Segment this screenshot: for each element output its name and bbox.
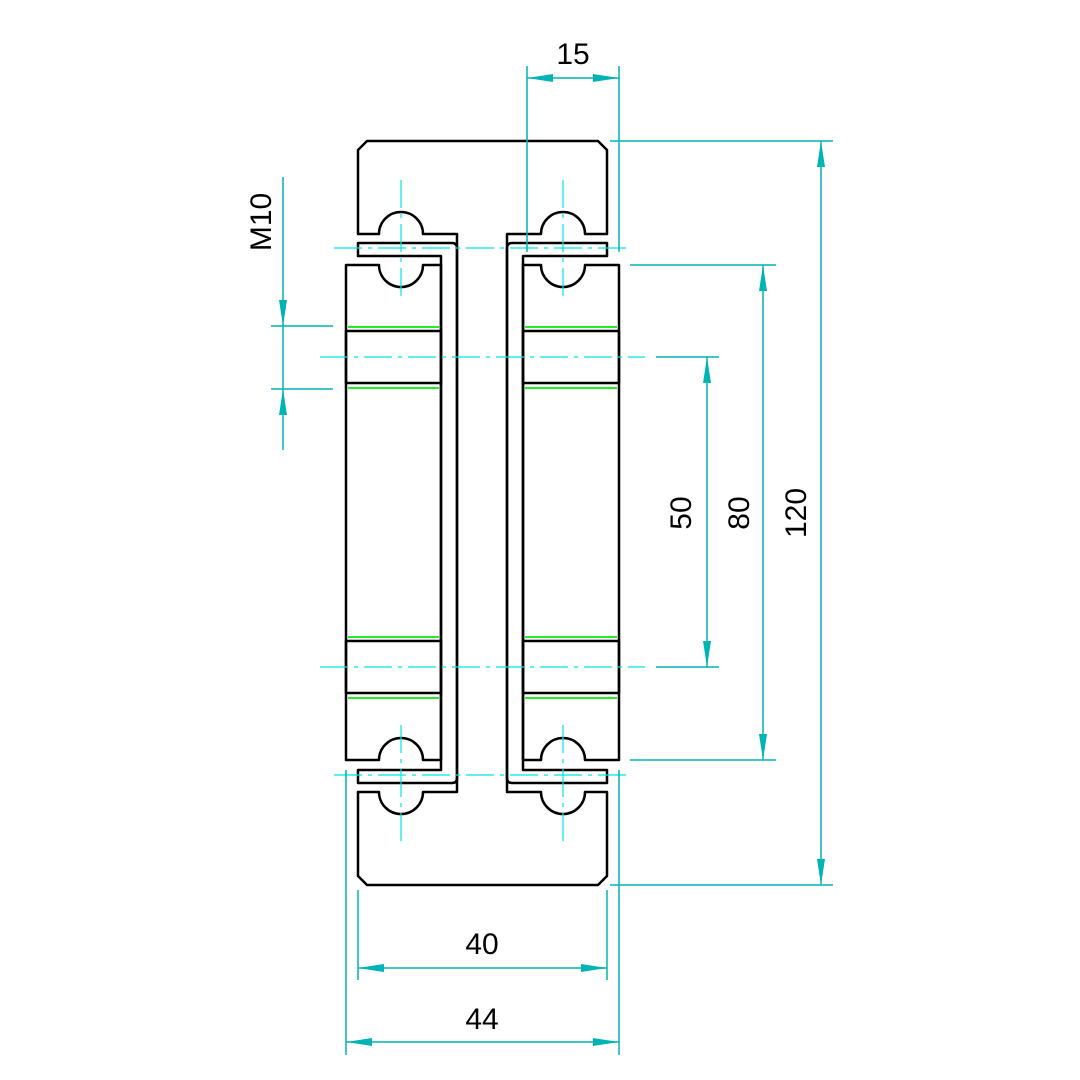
left-sleeve xyxy=(356,241,459,785)
dimension-120: 120 xyxy=(610,140,833,886)
dimension-label: 40 xyxy=(465,928,498,961)
dimension-44: 44 xyxy=(345,770,620,1055)
dimension-50: 50 xyxy=(656,356,719,668)
axle-body xyxy=(356,139,609,887)
right-sleeve xyxy=(505,241,609,785)
dimension-m10: M10 xyxy=(245,177,333,450)
center-lines xyxy=(320,180,645,845)
dimension-label: 120 xyxy=(780,488,813,538)
dimension-label: 44 xyxy=(465,1003,498,1036)
dimension-15: 15 xyxy=(526,38,620,252)
dimension-label: 50 xyxy=(665,496,698,529)
right-wheel xyxy=(521,263,621,762)
dimension-label: M10 xyxy=(245,193,278,251)
dimension-40: 40 xyxy=(357,890,608,980)
dimension-label: 80 xyxy=(723,496,756,529)
left-wheel xyxy=(344,263,443,762)
dimension-label: 15 xyxy=(556,38,589,71)
dimension-80: 80 xyxy=(630,264,776,761)
